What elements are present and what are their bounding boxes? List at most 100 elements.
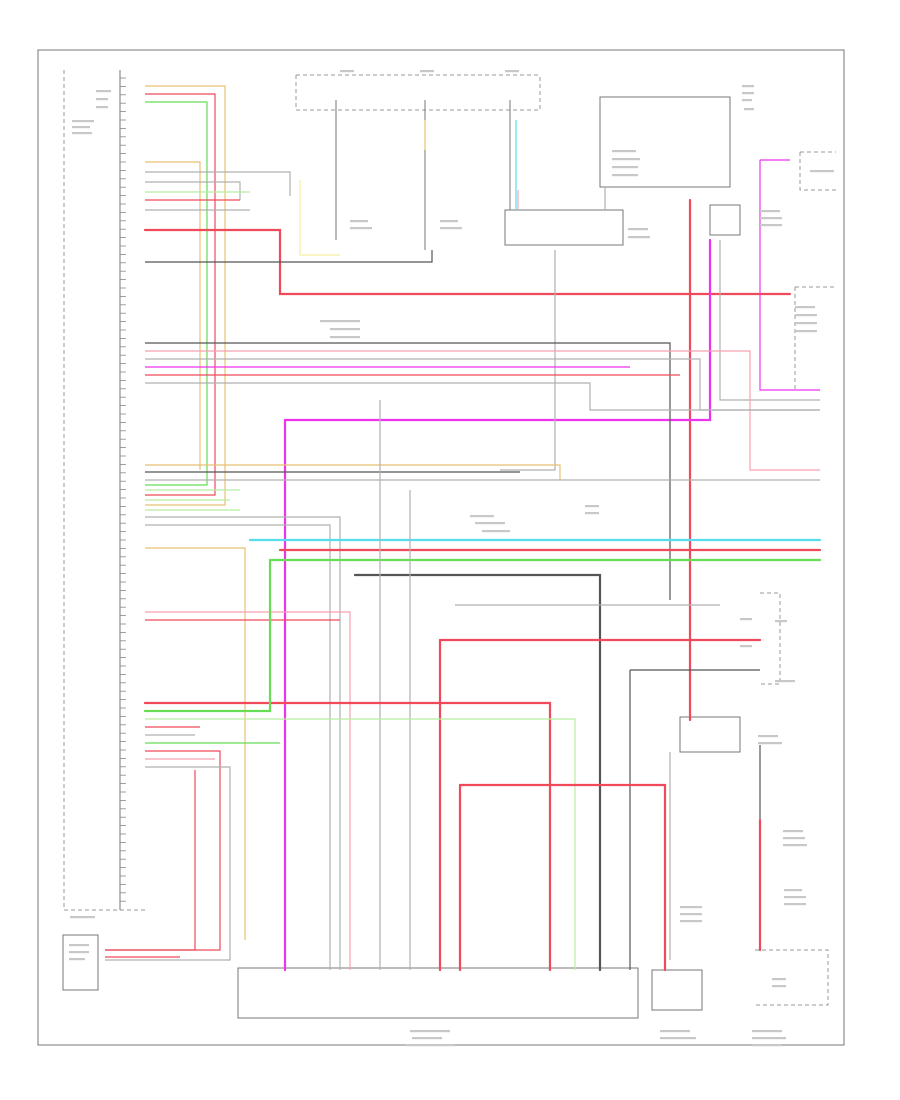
label-mark: [96, 106, 108, 109]
wire-orange: [145, 85, 226, 506]
wire-gray: [500, 250, 556, 471]
label-mark: [740, 645, 752, 648]
wire-lightgreen: [145, 489, 240, 511]
label-mark: [612, 166, 638, 169]
label-marks: [69, 70, 834, 1047]
label-mark: [585, 505, 599, 508]
label-mark: [70, 916, 95, 919]
label-mark: [628, 236, 650, 239]
label-mark: [612, 174, 638, 177]
wire-orange: [145, 464, 561, 480]
label-mark: [482, 530, 510, 533]
label-mark: [330, 328, 360, 331]
label-mark: [742, 92, 754, 95]
label-mark: [752, 1044, 782, 1047]
wire-gray: [105, 766, 231, 961]
label-mark: [680, 920, 702, 923]
label-mark: [742, 99, 752, 102]
label-mark: [744, 108, 754, 111]
wire-black: [145, 250, 433, 263]
label-mark: [96, 98, 108, 101]
label-mark: [783, 837, 805, 840]
label-mark: [795, 330, 817, 333]
label-mark: [320, 320, 360, 323]
label-mark: [772, 985, 786, 988]
label-mark: [470, 515, 494, 518]
label-mark: [412, 1037, 442, 1040]
label-mark: [612, 158, 640, 161]
label-mark: [340, 70, 354, 73]
wire-lightgreen: [145, 718, 576, 970]
label-mark: [752, 1037, 786, 1040]
wire-yellow: [299, 180, 340, 256]
label-mark: [784, 896, 806, 899]
label-mark: [795, 306, 815, 309]
wire-green: [143, 558, 272, 713]
label-mark: [795, 314, 817, 317]
wire-green: [145, 101, 208, 486]
right-components: [679, 151, 836, 1006]
wire-gray: [145, 524, 331, 970]
label-mark: [740, 618, 752, 621]
label-mark: [810, 170, 834, 173]
label-mark: [440, 227, 462, 230]
label-mark: [72, 120, 94, 123]
label-mark: [330, 336, 360, 339]
wire-red: [458, 783, 667, 972]
label-mark: [628, 228, 648, 231]
wire-magenta: [283, 238, 712, 972]
wire-gray: [145, 181, 241, 200]
label-mark: [585, 512, 599, 515]
label-mark: [680, 906, 702, 909]
label-mark: [758, 735, 778, 738]
label-mark: [410, 1030, 450, 1033]
wire-gray: [145, 171, 291, 196]
label-mark: [760, 217, 782, 220]
bottom-left-component: [62, 934, 99, 991]
label-mark: [69, 951, 89, 954]
bottom-connector: [237, 967, 639, 1019]
wire-red: [143, 701, 552, 972]
label-mark: [69, 944, 89, 947]
label-mark: [440, 220, 458, 223]
wires: [105, 85, 822, 972]
wire-orange: [145, 547, 246, 940]
label-mark: [475, 522, 505, 525]
label-mark: [420, 70, 434, 73]
wire-black: [353, 573, 602, 972]
wire-red: [105, 770, 196, 958]
wire-magenta: [759, 160, 820, 391]
wire-pink: [145, 611, 351, 970]
label-mark: [784, 903, 806, 906]
label-mark: [350, 220, 368, 223]
label-mark: [795, 322, 817, 325]
label-mark: [69, 958, 85, 961]
bottom-right-box: [651, 969, 703, 1011]
left-control-module: [63, 70, 145, 911]
label-mark: [72, 126, 90, 129]
label-mark: [760, 210, 780, 213]
label-mark: [775, 620, 787, 623]
label-mark: [660, 1037, 696, 1040]
label-mark: [772, 978, 786, 981]
label-mark: [350, 227, 372, 230]
label-mark: [758, 742, 782, 745]
wire-black: [629, 669, 760, 970]
wire-gray: [145, 382, 820, 411]
label-mark: [752, 1030, 782, 1033]
label-mark: [405, 1044, 455, 1047]
wire-black: [145, 342, 671, 600]
wire-red: [145, 93, 216, 496]
label-mark: [783, 830, 803, 833]
label-mark: [742, 85, 754, 88]
label-mark: [775, 680, 795, 683]
label-mark: [660, 1030, 690, 1033]
label-mark: [783, 844, 807, 847]
label-mark: [505, 70, 519, 73]
top-fuse-block: [295, 74, 741, 250]
wire-gray: [145, 516, 341, 970]
label-mark: [72, 132, 92, 135]
label-mark: [784, 889, 802, 892]
label-mark: [96, 90, 111, 93]
